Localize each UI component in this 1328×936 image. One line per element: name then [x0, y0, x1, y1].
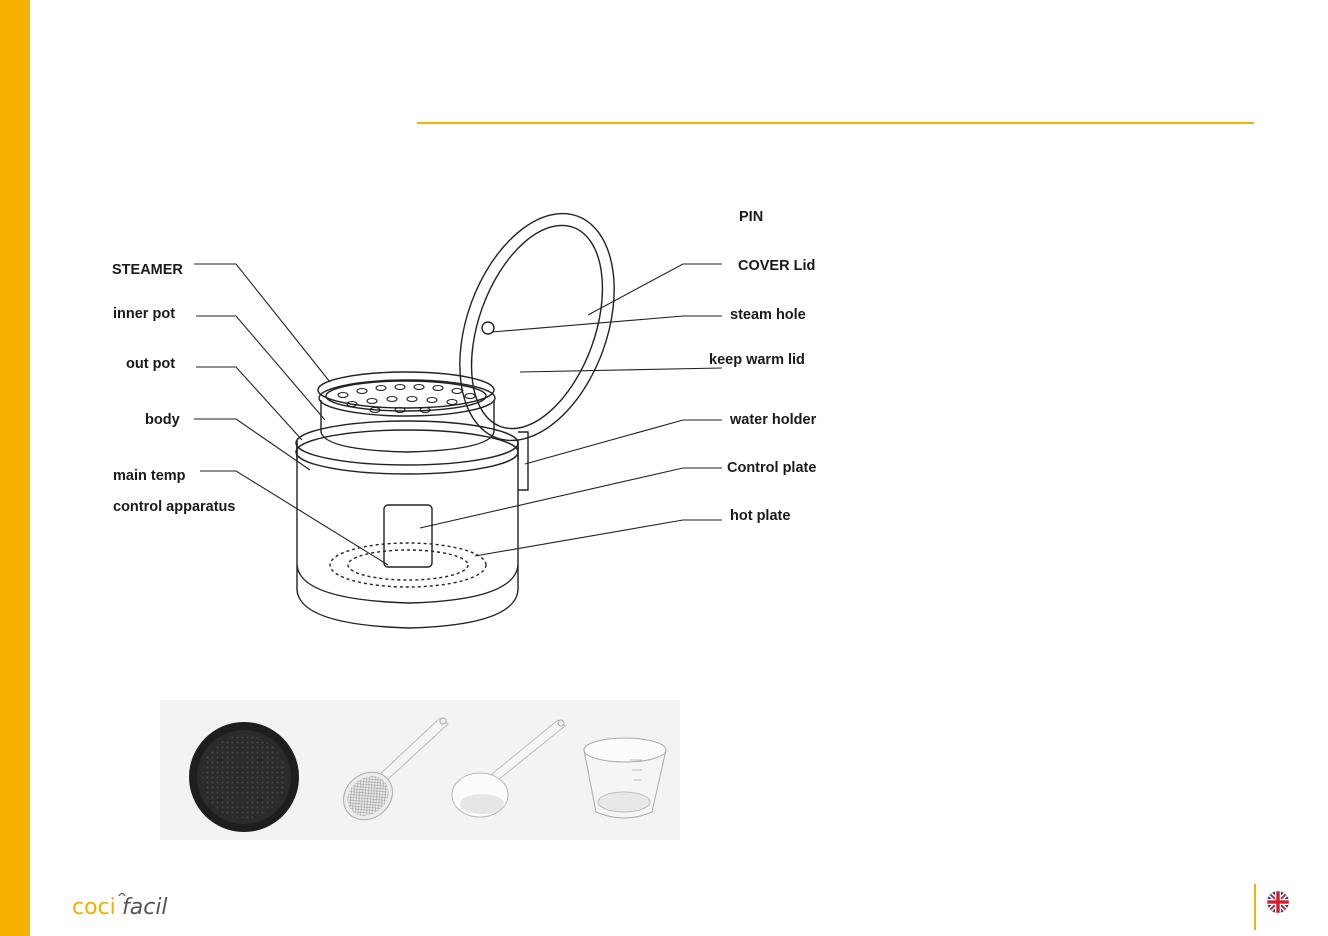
label-cover-lid: COVER Lid [738, 257, 815, 275]
label-inner-pot: inner pot [113, 305, 175, 323]
label-control-apparatus: control apparatus [113, 498, 235, 516]
svg-text:coci: coci [72, 895, 116, 920]
inner-pot-photo [189, 722, 299, 832]
label-hot-plate: hot plate [730, 507, 790, 525]
label-steamer: STEAMER [112, 261, 183, 279]
measuring-cup-photo [584, 738, 666, 818]
label-out-pot: out pot [126, 355, 175, 373]
soup-ladle-photo [452, 720, 565, 817]
cocifacil-logo: coci facil [70, 888, 190, 924]
label-main-temp: main temp [113, 467, 186, 485]
accessories-photo [160, 700, 680, 840]
label-body: body [145, 411, 180, 429]
label-steam-hole: steam hole [730, 306, 806, 324]
rice-paddle-photo [334, 718, 448, 830]
label-control-plate: Control plate [727, 459, 823, 477]
label-water-holder: water holder [730, 411, 822, 429]
label-keep-warm-lid: keep warm lid [709, 351, 805, 369]
svg-text:facil: facil [122, 895, 168, 920]
uk-flag-icon[interactable] [1266, 890, 1290, 914]
label-pin: PIN [739, 208, 763, 226]
footer-rule [1254, 884, 1256, 930]
